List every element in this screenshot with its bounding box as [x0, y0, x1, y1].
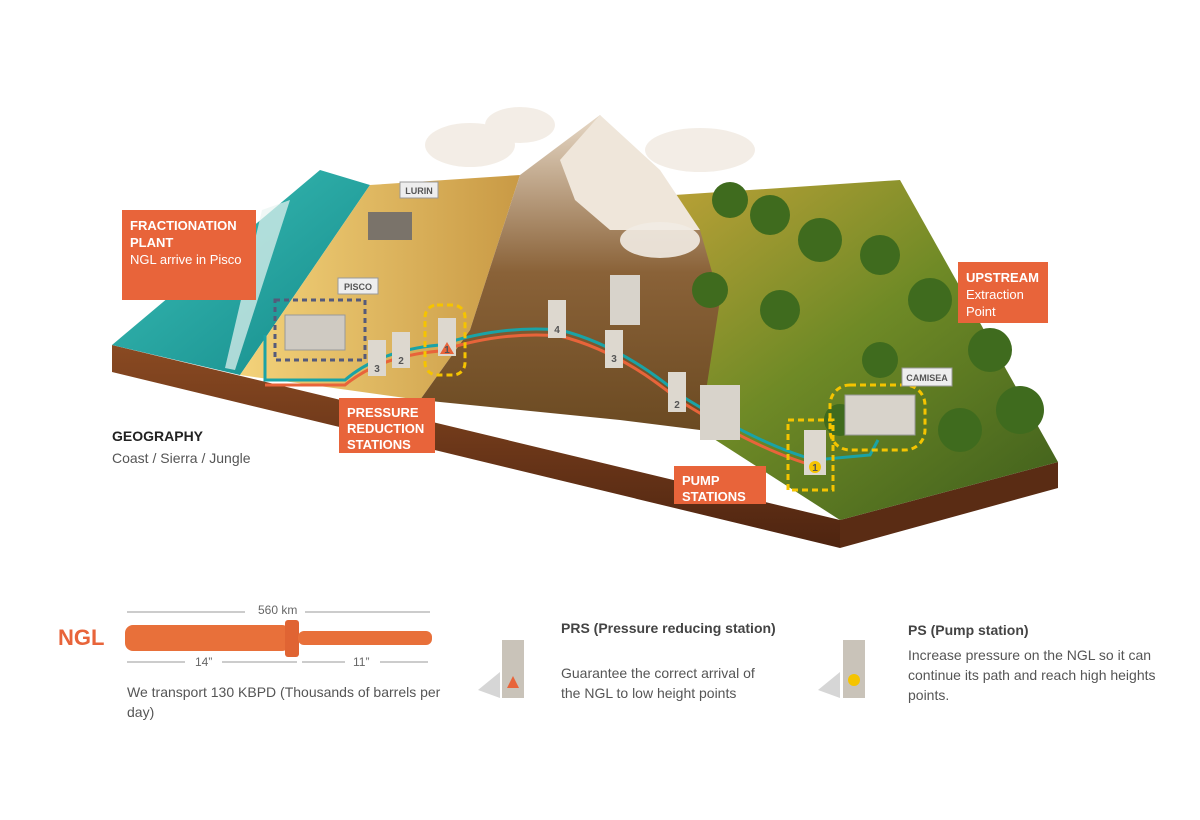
- trees: [692, 182, 1044, 452]
- pump-stations-callout: PUMP STATIONS: [674, 466, 766, 504]
- fractionation-plant-callout: FRACTIONATION PLANT NGL arrive in Pisco: [122, 210, 256, 300]
- ps-station: 1: [804, 430, 826, 475]
- sign-camisea-text: CAMISEA: [906, 373, 948, 383]
- ngl-pipe-14in: [125, 625, 290, 651]
- ps-highlight: [786, 418, 835, 492]
- fractionation-plant: [284, 314, 346, 351]
- pipe-diameter-small: 11”: [349, 655, 374, 669]
- svg-text:3: 3: [374, 364, 380, 375]
- sign-pisco-text: PISCO: [344, 282, 372, 292]
- ngl-pipe-flange: [285, 620, 299, 657]
- svg-text:2: 2: [674, 400, 680, 411]
- sign-pisco: [337, 277, 379, 295]
- svg-text:4: 4: [554, 325, 560, 336]
- callout-title: UPSTREAM: [966, 270, 1039, 285]
- geography-block: GEOGRAPHY Coast / Sierra / Jungle: [112, 428, 251, 466]
- pressure-reduction-callout: PRESSURE REDUCTION STATIONS: [339, 398, 435, 453]
- geography-subtitle: Coast / Sierra / Jungle: [112, 450, 251, 466]
- ngl-pipe-11in: [298, 631, 432, 645]
- callout-title: PRESSURE REDUCTION STATIONS: [347, 405, 425, 452]
- callout-title: PUMP STATIONS: [682, 473, 746, 504]
- prs-legend-title: PRS (Pressure reducing station): [561, 620, 776, 636]
- ps-building: [610, 275, 640, 325]
- ps-station: 3: [605, 330, 623, 368]
- soil-right-face: [840, 462, 1058, 548]
- sign-lurin-text: LURIN: [405, 186, 433, 196]
- prs-station: 2: [392, 332, 410, 368]
- sign-lurin: [399, 181, 439, 199]
- callout-title: FRACTIONATION PLANT: [130, 218, 237, 250]
- prs-legend-text: Guarantee the correct arrival of the NGL…: [561, 665, 755, 701]
- callout-text: Extraction Point: [966, 287, 1024, 319]
- prs-station: 3: [368, 340, 386, 376]
- prs-station: 1: [438, 318, 456, 356]
- ps-legend-icon: [818, 640, 865, 698]
- soil-front-face: [112, 345, 840, 548]
- ngl-description: We transport 130 KBPD (Thousands of barr…: [127, 684, 441, 720]
- lurin-plant: [368, 212, 412, 240]
- clouds: [425, 107, 755, 258]
- camisea-highlight: [828, 383, 927, 452]
- upstream-callout: UPSTREAM Extraction Point: [958, 262, 1048, 323]
- svg-text:1: 1: [444, 345, 450, 356]
- svg-text:2: 2: [398, 356, 404, 367]
- ps-legend-text: Increase pressure on the NGL so it can c…: [908, 647, 1156, 703]
- sign-camisea: [901, 367, 953, 387]
- svg-text:1: 1: [812, 463, 818, 474]
- ps-building: [700, 385, 740, 440]
- prs-legend-icon: [478, 640, 524, 698]
- ngl-label: NGL: [58, 625, 105, 650]
- fractionation-highlight: [273, 298, 367, 362]
- ps-station: 4: [548, 300, 566, 338]
- surf: [225, 200, 290, 370]
- ps-legend-title: PS (Pump station): [908, 622, 1029, 638]
- pipe-diameter-large: 14”: [191, 655, 217, 669]
- callout-text: NGL arrive in Pisco: [130, 252, 242, 267]
- camisea-plant: [844, 394, 916, 436]
- snow-peak: [560, 115, 700, 230]
- pipe-length: 560 km: [254, 603, 302, 617]
- geography-title: GEOGRAPHY: [112, 428, 204, 444]
- svg-text:3: 3: [611, 354, 617, 365]
- ps-station: 2: [668, 372, 686, 412]
